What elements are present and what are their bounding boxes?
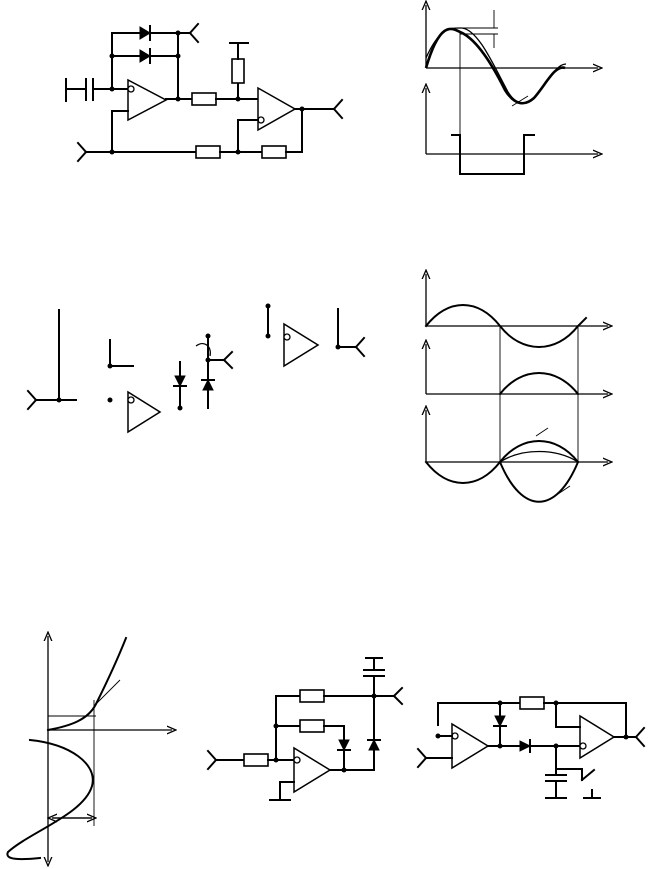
partial-circuit	[26, 303, 366, 434]
peak-detector-circuit	[65, 22, 344, 163]
peak-detector-waveforms	[426, 5, 598, 175]
sample-hold-circuit	[416, 696, 646, 799]
diode-op-amp-circuit	[206, 657, 404, 801]
nonlinear-transfer-plot	[6, 636, 172, 862]
rectifier-waveforms	[426, 274, 608, 503]
